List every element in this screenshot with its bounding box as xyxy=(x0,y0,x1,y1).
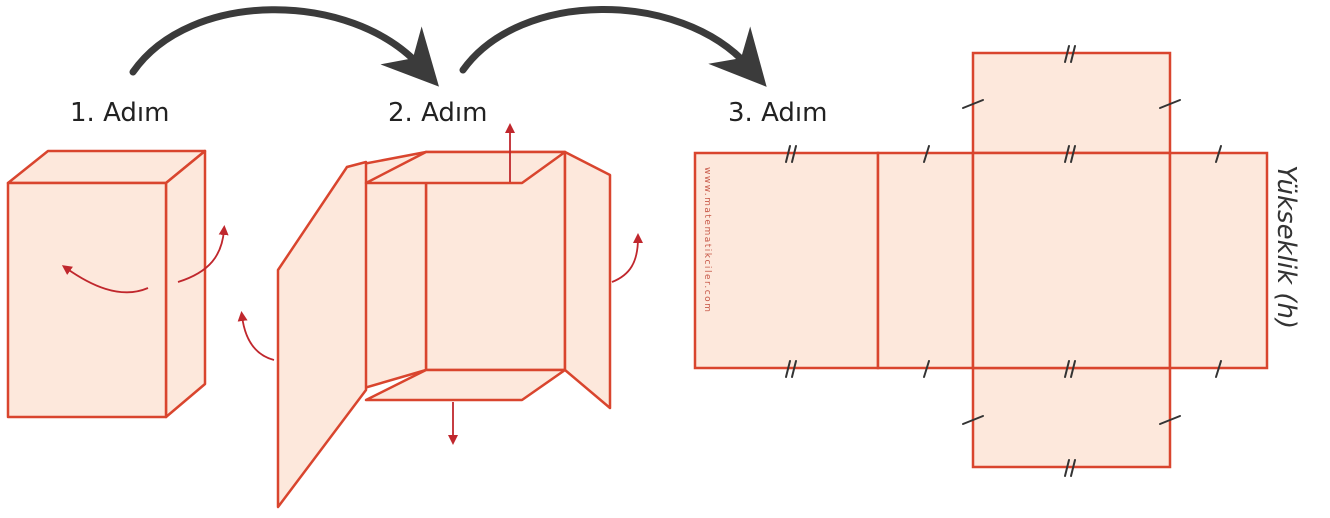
closed-box xyxy=(6,149,207,419)
net-face-1 xyxy=(693,151,880,370)
fold-arrow-front xyxy=(61,265,149,294)
net-face-2 xyxy=(876,151,975,370)
left-front-flap xyxy=(276,160,368,509)
net-face-4 xyxy=(1168,151,1269,370)
back-face xyxy=(424,150,567,372)
step-arrow-2-to-3 xyxy=(459,6,767,87)
step-2-label: 2. Adım xyxy=(388,98,487,128)
box-net xyxy=(693,51,1269,469)
opening-box xyxy=(276,150,612,509)
fold-arrow-right xyxy=(611,233,643,283)
step-1-label: 1. Adım xyxy=(70,98,169,128)
net-top-face xyxy=(971,51,1172,155)
watermark: www.matematikciler.com xyxy=(702,167,712,313)
net-bottom-face xyxy=(971,366,1172,469)
top-flap xyxy=(364,150,567,185)
fold-arrow-side xyxy=(177,225,229,283)
right-side-flap xyxy=(563,150,612,410)
box-front-face xyxy=(6,181,168,419)
net-face-3 xyxy=(971,151,1172,370)
box-side-face xyxy=(164,149,207,419)
step-arrow-1-to-2 xyxy=(129,6,439,87)
fold-arrow-left xyxy=(237,311,275,361)
step-3-label: 3. Adım xyxy=(728,98,827,128)
bottom-flap xyxy=(364,368,567,402)
height-label: Yükseklik (h) xyxy=(1271,165,1301,329)
equal-length-marks xyxy=(785,45,1222,477)
